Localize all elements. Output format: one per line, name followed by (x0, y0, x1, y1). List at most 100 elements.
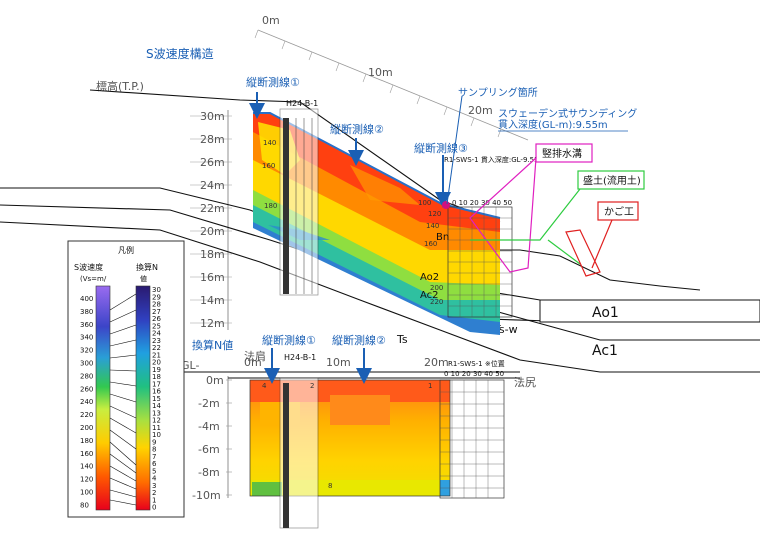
ao1-band (539, 299, 760, 323)
legend-n-tick: 21 (152, 351, 161, 359)
fill-label: 盛土(流用土) (583, 174, 641, 187)
legend-n-tick: 7 (152, 453, 156, 461)
legend-n-tick: 8 (152, 446, 156, 454)
legend-n-tick: 4 (152, 475, 157, 483)
contour-label: 220 (430, 298, 443, 306)
sws-grid-bottom: R1-SWS-1 ※位置 0 10 20 30 40 50 (439, 359, 505, 499)
sws-scale-top: 0 10 20 30 40 50 (452, 199, 512, 207)
toe-left-label: 法肩 (244, 349, 266, 363)
legend-n-tick: 0 (152, 504, 156, 512)
elev-tick: 24m (200, 179, 225, 192)
dist-tick: 20m (424, 356, 449, 369)
elev-tick: 28m (200, 133, 225, 146)
depth-tick: -6m (198, 443, 220, 456)
legend-n-tick: 3 (152, 482, 156, 490)
elev-tick: 12m (200, 317, 225, 330)
legend-n-tick: 17 (152, 380, 161, 388)
legend-vs-tick: 260 (80, 385, 93, 393)
contour-label: 200 (430, 284, 443, 292)
legend-vs-tick: 280 (80, 372, 93, 380)
legend-vs-tick: 220 (80, 411, 93, 419)
legend-n-tick: 23 (152, 337, 161, 345)
layer-label-ac2: Ac2 (420, 290, 439, 301)
legend-vs-tick: 340 (80, 334, 93, 342)
survey-line-3-label: 縦断測線③ (414, 141, 468, 155)
depth-tick: 0m (206, 374, 224, 387)
depth-tick: -2m (198, 397, 220, 410)
elevation-axis: 30m 28m 26m 24m 22m 20m 18m 16m 14m 12m (190, 110, 232, 330)
depth-axis: 0m -2m -4m -6m -8m -10m (192, 374, 232, 502)
layer-label-ac1: Ac1 (592, 343, 618, 359)
sws-grid-top: 0 10 20 30 40 50 (447, 199, 513, 318)
sampling-label: サンプリング箇所 (458, 86, 538, 99)
survey-line-1-label: 縦断測線① (246, 75, 300, 89)
legend-n-tick: 24 (152, 330, 161, 338)
legend-vs-bar (95, 285, 111, 511)
legend-box (67, 240, 185, 518)
legend-n-tick: 29 (152, 293, 161, 301)
scale-tick: 20m (468, 104, 493, 117)
elev-tick: 14m (200, 294, 225, 307)
contour-label: 120 (428, 210, 441, 218)
layer-label-ao2: Ao2 (420, 272, 439, 283)
legend-vs-tick: 100 (80, 489, 93, 497)
n-label: 8 (328, 482, 332, 490)
legend-n-tick: 9 (152, 438, 156, 446)
legend-n-tick: 10 (152, 431, 161, 439)
legend-vs-tick: 180 (80, 437, 93, 445)
borehole-id: H24-B-1 (286, 99, 318, 108)
legend-n-tick: 28 (152, 301, 161, 309)
drain-leader (469, 156, 537, 273)
legend-n-tick: 22 (152, 344, 161, 352)
contour-label: 140 (426, 222, 439, 230)
gabion-shape (565, 219, 613, 277)
legend-n-unit: 値 (140, 274, 147, 283)
contour-label: 180 (264, 202, 277, 210)
legend-vs-title: S波速度 (74, 262, 103, 272)
annotations: サンプリング箇所 スウェーデン式サウンディング 貫入深度(GL-m):9.55m… (444, 86, 645, 277)
legend-vs-tick: 360 (80, 321, 93, 329)
legend-n-title: 換算N (136, 262, 158, 272)
gl-label: GL- (181, 359, 199, 372)
legend: 凡例 S波速度 (Vs=m/ 換算N 値 4003803603403203002… (67, 240, 185, 518)
legend-n-tick: 2 (152, 489, 156, 497)
legend-n-tick: 12 (152, 417, 161, 425)
legend-title: 凡例 (118, 245, 134, 255)
elev-tick: 26m (200, 156, 225, 169)
n-label: 2 (310, 382, 314, 390)
contour-label: 100 (418, 199, 431, 207)
survey-line-2-label: 縦断測線② (330, 122, 384, 136)
dist-tick: 0m (244, 356, 262, 369)
borehole-log-bottom: H24-B-1 (279, 353, 319, 529)
legend-vs-tick: 80 (80, 501, 89, 509)
contour-label: 160 (262, 162, 275, 170)
legend-n-tick: 14 (152, 402, 161, 410)
drain-box (535, 143, 593, 163)
elev-tick: 16m (200, 271, 225, 284)
survey-lines-bottom: 縦断測線① 縦断測線② (262, 333, 386, 384)
legend-n-tick: 30 (152, 286, 161, 294)
legend-vs-tick: 400 (80, 295, 93, 303)
legend-vs-tick: 200 (80, 424, 93, 432)
depth-tick: -4m (198, 420, 220, 433)
legend-n-tick: 19 (152, 366, 161, 374)
scale-tick: 10m (368, 66, 393, 79)
depth-tick: -8m (198, 466, 220, 479)
legend-vs-tick: 160 (80, 450, 93, 458)
legend-n-tick: 15 (152, 395, 161, 403)
dist-tick: 10m (326, 356, 351, 369)
legend-n-tick: 18 (152, 373, 161, 381)
title-n-value: 換算N値 (192, 338, 233, 352)
borehole-id-bottom: H24-B-1 (284, 353, 316, 362)
legend-vs-tick: 320 (80, 347, 93, 355)
legend-n-tick: 26 (152, 315, 161, 323)
legend-vs-unit: (Vs=m/ (80, 275, 107, 283)
elevation-label: 標高(T.P.) (96, 79, 144, 93)
contour-label: 140 (263, 139, 276, 147)
sws-depth-label-2: 貫入深度(GL-m):9.55m (498, 118, 608, 131)
legend-n-tick: 16 (152, 388, 161, 396)
elev-tick: 30m (200, 110, 225, 123)
legend-n-tick: 27 (152, 308, 161, 316)
